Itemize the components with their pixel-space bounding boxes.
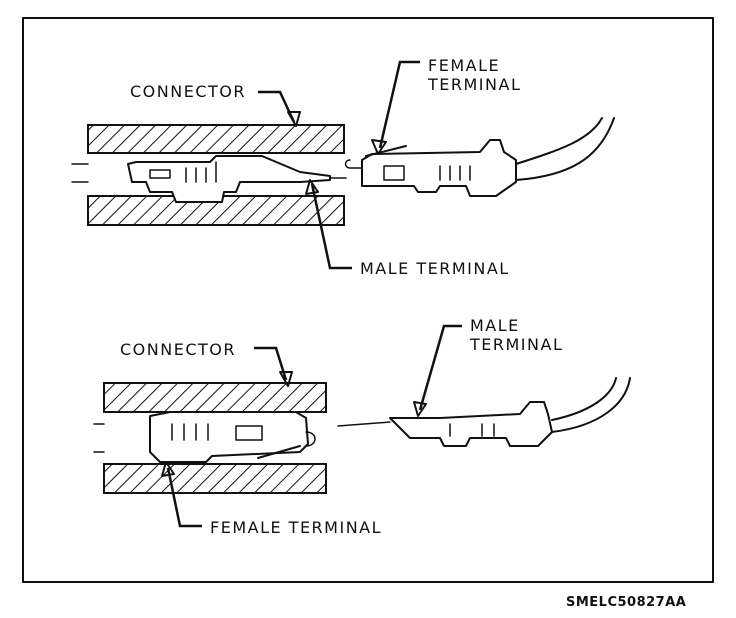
- figure-code: SMELC50827AA: [566, 595, 686, 610]
- top-male-label: MALE TERMINAL: [360, 259, 510, 278]
- bottom-male-terminal: [337, 377, 631, 447]
- top-female-label-line2: TERMINAL: [427, 75, 521, 94]
- bottom-female-label: FEMALE TERMINAL: [210, 518, 382, 537]
- bottom-male-label-line2: TERMINAL: [469, 335, 563, 354]
- top-female-label-line1: FEMALE: [428, 56, 500, 75]
- top-female-terminal: [344, 117, 615, 197]
- figure-frame: [22, 17, 714, 583]
- bottom-female-leader: [166, 467, 202, 528]
- top-male-leader: [310, 183, 352, 270]
- top-assembly: CONNECTOR FEMALE TERMINAL MALE TERMINAL: [71, 56, 615, 278]
- bottom-female-terminal: [149, 411, 316, 463]
- top-connector-upper-wall: [87, 124, 345, 154]
- top-male-terminal: [127, 155, 347, 203]
- bottom-connector-upper-wall: [103, 382, 327, 413]
- top-connector-leader: [258, 90, 296, 123]
- top-female-leader: [378, 60, 420, 149]
- bottom-male-label-line1: MALE: [470, 316, 520, 335]
- bottom-connector-lower-wall: [103, 463, 327, 494]
- top-connector-label: CONNECTOR: [130, 82, 246, 101]
- bottom-connector-leader: [254, 346, 288, 381]
- bottom-male-leader: [418, 324, 462, 411]
- bottom-connector-label: CONNECTOR: [120, 340, 236, 359]
- bottom-assembly: CONNECTOR MALE TERMINAL FEMALE TERMINAL: [93, 316, 631, 537]
